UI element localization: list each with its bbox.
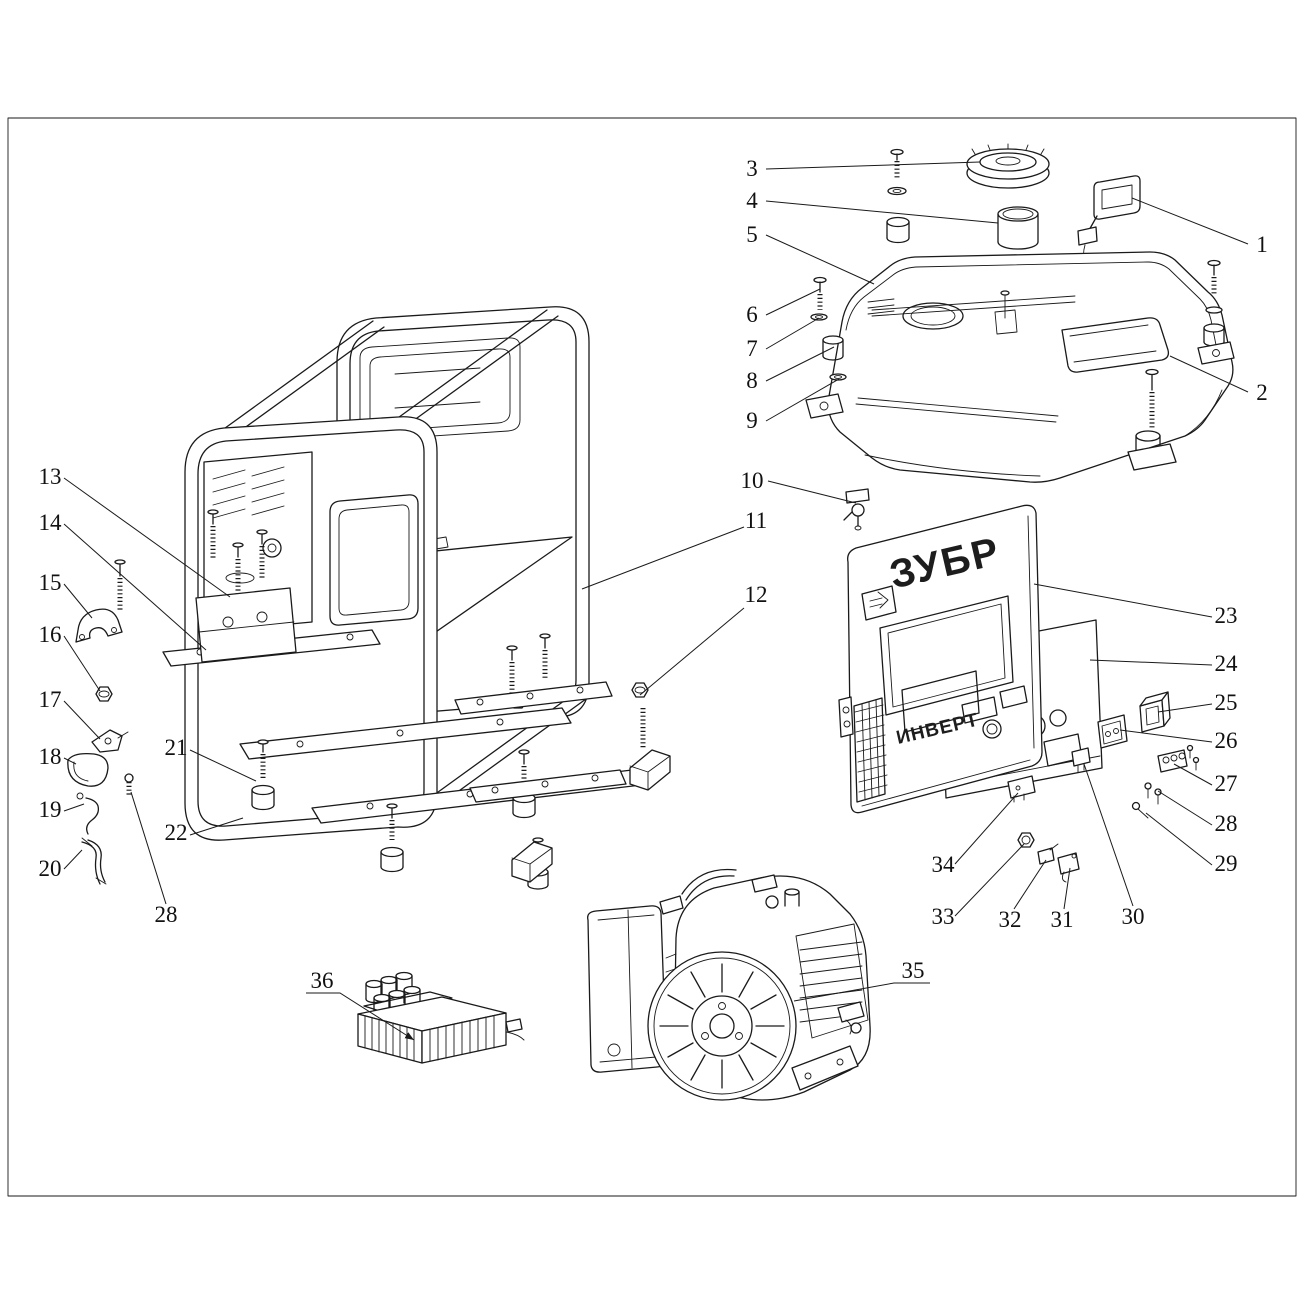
frame [162,306,642,841]
fuel-filter-cup [997,206,1039,250]
part-label-15: 15 [39,570,62,595]
brand-logo-mark [861,585,897,621]
page-border [7,117,1297,1197]
part-label-12: 12 [745,582,768,607]
part-label-33: 33 [932,904,955,929]
part-label-23: 23 [1215,603,1238,628]
part-label-13: 13 [39,464,62,489]
cable-clamp [91,729,123,753]
part-label-20: 20 [39,856,62,881]
panel-louver-grid [853,697,886,803]
part-label-28-left: 28 [155,902,178,927]
small-relay [1071,747,1091,773]
part-label-3: 3 [746,156,758,181]
part-label-22: 22 [165,820,188,845]
inverter-module [357,971,525,1064]
part-label-9: 9 [746,408,758,433]
part-label-36: 36 [311,968,334,993]
part-label-29: 29 [1215,851,1238,876]
part-label-21: 21 [165,735,188,760]
part-label-35: 35 [902,958,925,983]
part-label-4: 4 [746,188,758,213]
cap-screw-set [886,148,910,244]
ground-wire [85,797,100,835]
mounting-rails [454,633,671,883]
part-label-8: 8 [746,368,758,393]
small-parts-left [67,559,134,885]
rocker-switch [1139,691,1171,733]
part-label-28-right: 28 [1215,811,1238,836]
part-label-1: 1 [1256,232,1268,257]
engine [587,868,871,1101]
part-label-19: 19 [39,797,62,822]
fuel-hose [81,839,106,885]
screw-28 [124,773,134,783]
terminal-block [1157,744,1200,773]
part-label-34: 34 [932,852,956,877]
part-label-18: 18 [39,744,62,769]
fuel-petcock [843,488,870,531]
part-label-24: 24 [1215,651,1239,676]
fuel-tank [805,251,1234,483]
part-label-7: 7 [746,336,758,361]
panel-components [1007,691,1200,883]
part-labels: 1 2 3 4 5 6 7 8 9 10 11 12 13 14 15 16 1… [39,156,1268,993]
panel-screws [1131,782,1162,819]
part-label-5: 5 [746,222,758,247]
capacitors [365,971,421,1012]
part-label-31: 31 [1051,907,1074,932]
power-socket [1097,714,1128,749]
tank-hardware-left [810,276,847,381]
part-label-30: 30 [1122,904,1145,929]
micro-switch-set [1017,832,1080,883]
recoil-starter-cover [647,951,797,1101]
part-label-16: 16 [39,622,62,647]
pipe-clamp [75,608,123,643]
part-label-17: 17 [39,687,62,712]
part-label-10: 10 [741,468,764,493]
part-label-2: 2 [1256,380,1268,405]
leader-lines [63,161,1249,1041]
fuel-cap [966,143,1050,189]
part-label-27: 27 [1215,771,1238,796]
part-label-32: 32 [999,907,1022,932]
part-label-26: 26 [1215,728,1238,753]
part-label-11: 11 [745,508,767,533]
tank-hardware-right [1197,259,1235,365]
part-label-14: 14 [39,510,63,535]
part-label-25: 25 [1215,690,1238,715]
cover-cap [67,752,109,787]
front-panel: ЗУБР ИНВЕРТ [838,504,1043,814]
part-label-6: 6 [746,302,758,327]
